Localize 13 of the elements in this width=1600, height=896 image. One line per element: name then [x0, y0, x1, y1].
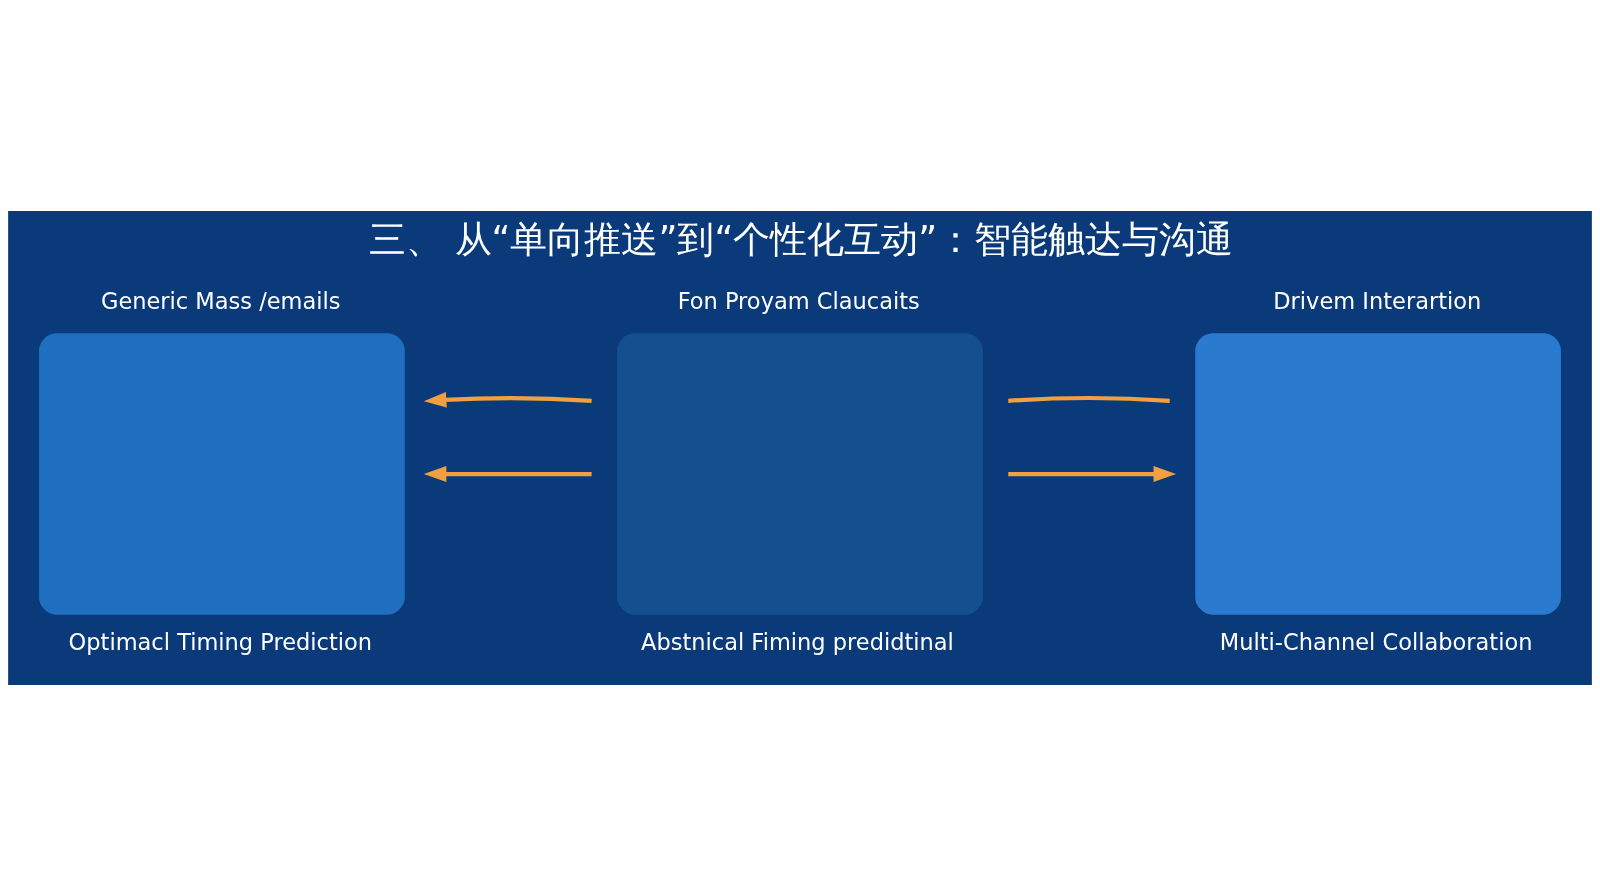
node-label: Optimacl Timing Prediction — [68, 628, 373, 655]
node-label: Fon Proyam Claucaits — [677, 288, 920, 315]
node-label: Abstnical Fiming predidtinal — [641, 628, 954, 655]
arrow — [423, 391, 592, 408]
arrow — [1008, 466, 1177, 482]
arrow — [423, 466, 592, 482]
node-label: Drivem Interartion — [1273, 288, 1482, 315]
connector — [1008, 395, 1170, 403]
node-box — [1195, 333, 1561, 615]
node-box — [39, 333, 405, 615]
node-label: Multi-Channel Collaboration — [1219, 628, 1533, 655]
diagram-title: 三、 从“单向推送”到“个性化互动”：智能触达与沟通 — [368, 217, 1234, 261]
node-label: Generic Mass /emails — [100, 288, 341, 315]
